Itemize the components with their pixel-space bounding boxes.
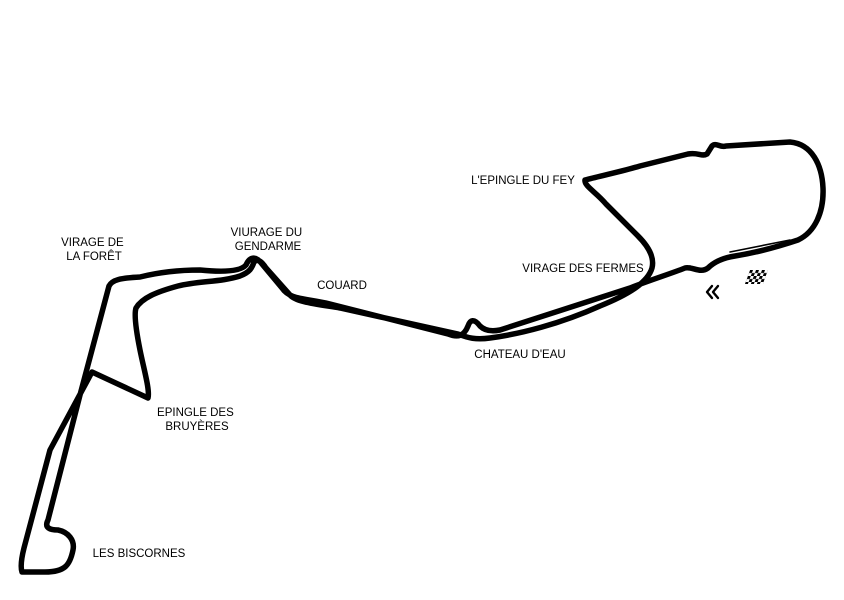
corner-label-line: LA FORÊT bbox=[66, 250, 122, 263]
corner-label-virage-de-la-foret: VIRAGE DE LA FORÊT bbox=[61, 237, 127, 263]
corner-label-virage-des-fermes: VIRAGE DES FERMES bbox=[522, 263, 644, 275]
corner-label-couard: COUARD bbox=[317, 280, 367, 292]
corner-label-line: BRUYÈRES bbox=[165, 420, 229, 433]
track-main-loop bbox=[18, 139, 826, 575]
corner-label-line: EPINGLE DES bbox=[157, 407, 234, 419]
corner-label-line: VIRAGE DE bbox=[61, 237, 124, 249]
double-chevron-left-icon bbox=[705, 284, 720, 300]
corner-label-les-biscornes: LES BISCORNES bbox=[93, 548, 186, 560]
corner-label-viurage-du-gendarme: VIURAGE DU GENDARME bbox=[231, 227, 306, 253]
corner-label-epingle-des-bruyeres: EPINGLE DES BRUYÈRES bbox=[157, 407, 237, 433]
track-pit-lane bbox=[729, 239, 791, 253]
corner-label-line: VIURAGE DU bbox=[231, 227, 303, 239]
track-pit-lane-2 bbox=[539, 265, 691, 319]
checkered-flag-icon bbox=[744, 270, 768, 284]
corner-label-l-epingle-du-fey: L'EPINGLE DU FEY bbox=[471, 175, 575, 187]
corner-label-line: GENDARME bbox=[235, 241, 302, 253]
corner-label-chateau-d-eau: CHATEAU D'EAU bbox=[474, 349, 565, 361]
